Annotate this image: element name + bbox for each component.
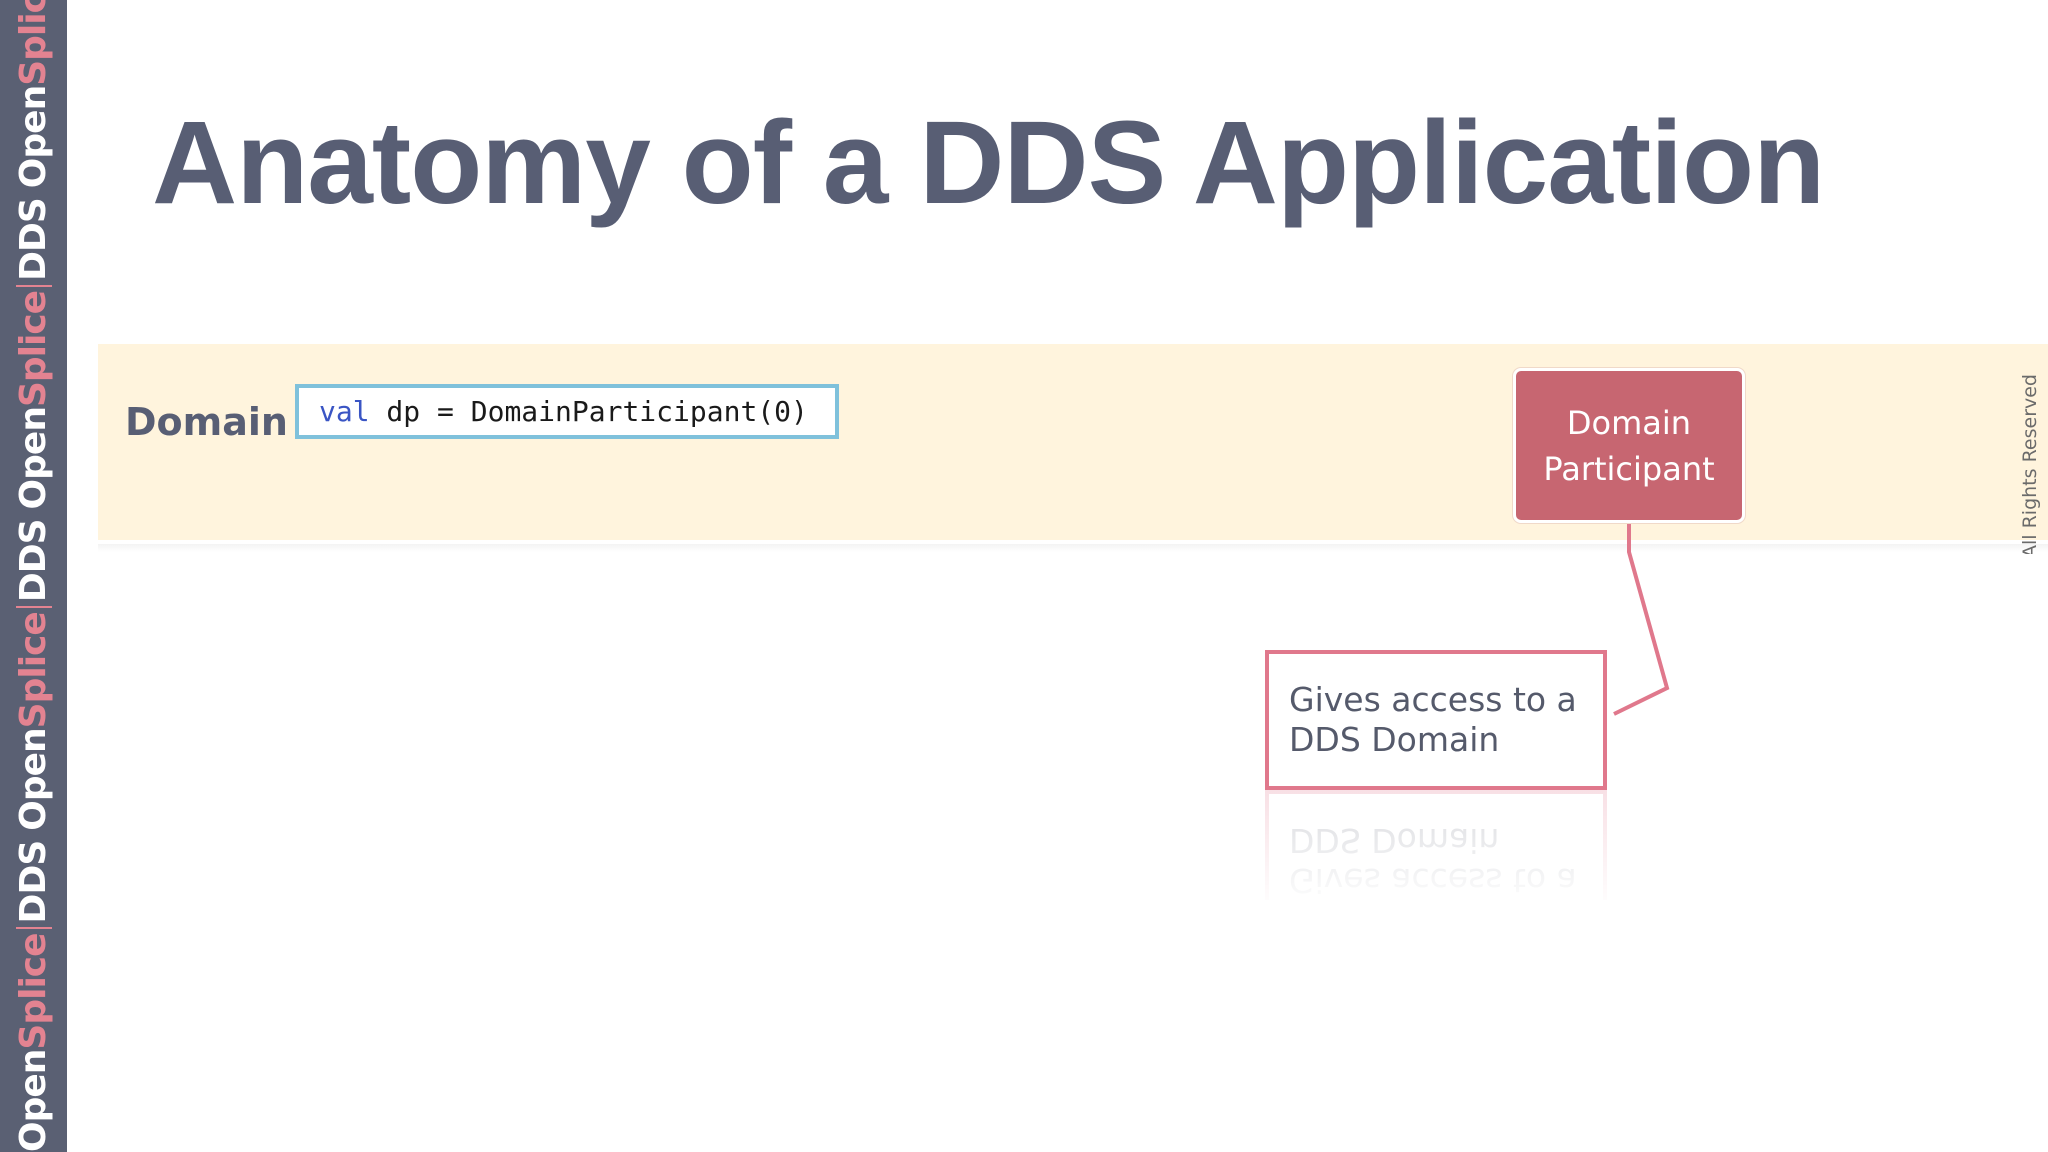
code-snippet: val dp = DomainParticipant(0) [295, 384, 839, 439]
domain-participant-box: Domain Participant [1513, 368, 1745, 523]
slide-title: Anatomy of a DDS Application [152, 97, 1825, 229]
domain-label: Domain [125, 400, 288, 444]
domain-band [98, 344, 2048, 540]
callout-connector-line [1613, 524, 1670, 716]
domain-band-shadow [98, 544, 2048, 552]
callout-box: Gives access to a DDS Domain [1265, 650, 1607, 790]
participant-label-line2: Participant [1543, 449, 1715, 488]
copyright-notice: All Rights Reserved. [2010, 374, 2048, 554]
callout-line2: DDS Domain [1289, 720, 1500, 759]
code-keyword: val [319, 395, 370, 428]
reflection-fade [1255, 790, 1655, 910]
participant-label-line1: Domain [1566, 403, 1692, 442]
callout-line1: Gives access to a [1289, 680, 1577, 719]
code-statement: dp = DomainParticipant(0) [369, 395, 808, 428]
copyright-text: All Rights Reserved. [2019, 374, 2041, 554]
